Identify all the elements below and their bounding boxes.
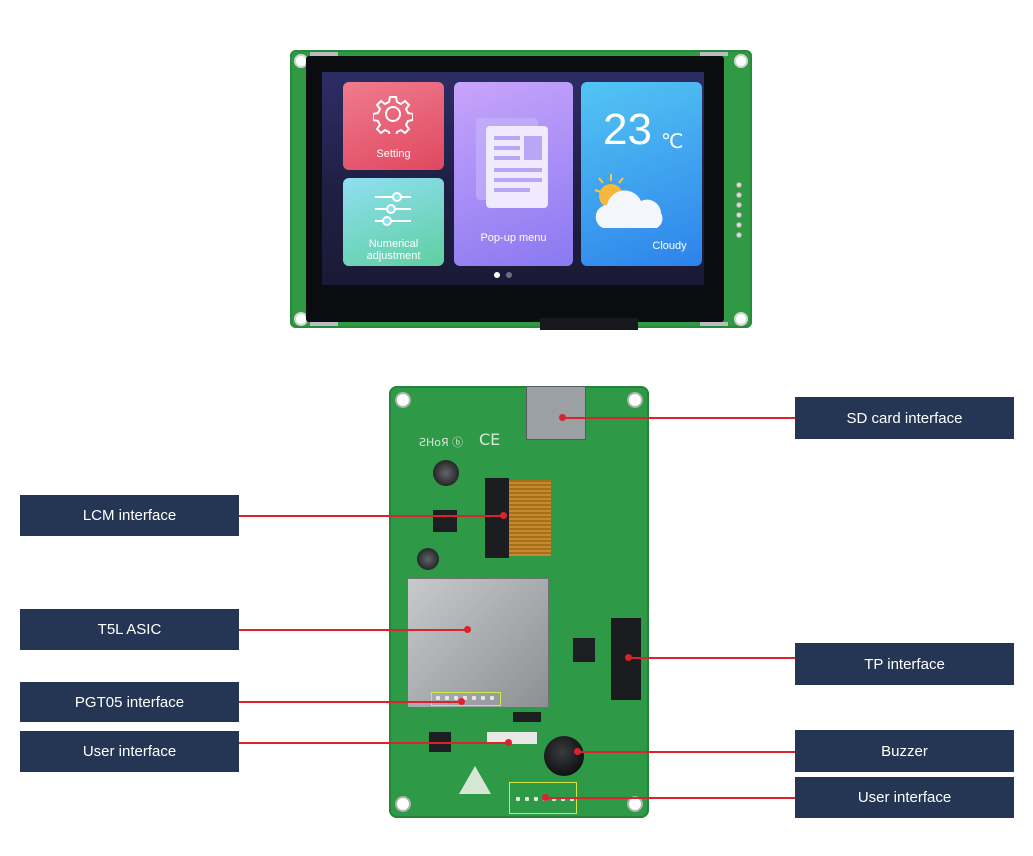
page-indicator [494,272,524,280]
marker-lcm [500,512,507,519]
marker-user-right [542,794,549,801]
temperature-value: 23 [603,105,652,154]
mount-hole [734,54,748,68]
bracket [700,52,728,56]
popup-menu-tile[interactable]: Pop-up menu [454,82,573,266]
label-buzzer: Buzzer [795,730,1014,772]
marker-user-left [505,739,512,746]
label-t5l-asic: T5L ASIC [20,609,239,650]
document-icon [476,118,548,208]
leader-user-left [239,742,507,744]
mount-hole [734,312,748,326]
mount-hole [395,796,411,812]
ic-chip [513,712,541,722]
leader-pgt05 [239,701,461,703]
leader-tp [630,657,795,659]
user-connector [487,732,537,744]
capacitor [417,548,439,570]
marker-buzzer [574,748,581,755]
inductor [433,510,457,532]
label-sd-card-interface: SD card interface [795,397,1014,439]
marker-pgt05 [458,698,465,705]
ic-chip [573,638,595,662]
pgt05-highlight [431,692,501,706]
warning-triangle-icon [459,766,491,794]
leader-user-right [547,797,795,799]
leader-sd [565,417,795,419]
buzzer-component [544,736,584,776]
numerical-adjustment-tile[interactable]: Numerical adjustment [343,178,444,266]
label-user-interface-left: User interface [20,731,239,772]
t5l-shield-can [407,578,549,708]
gear-icon [373,96,413,134]
cloud-sun-icon [594,174,663,228]
lcd-screen: Setting Numerical adjustment [322,72,704,285]
setting-tile[interactable]: Setting [343,82,444,170]
marker-sd [559,414,566,421]
bracket [310,322,338,326]
marker-t5l [464,626,471,633]
sliders-icon [375,192,411,226]
setting-label: Setting [376,148,411,160]
label-pgt05-interface: PGT05 interface [20,682,239,722]
marker-tp [625,654,632,661]
popup-label: Pop-up menu [480,232,547,244]
mount-hole [395,392,411,408]
leader-t5l [239,629,467,631]
rohs-mark: ƧHoЯ ⓑ [419,436,464,449]
numerical-label: Numerical adjustment [366,238,421,262]
lcd-bezel: Setting Numerical adjustment [306,56,724,322]
pcb-back: ƧHoЯ ⓑ CE [389,386,649,818]
leader-lcm [239,515,504,517]
weather-tile[interactable]: 23 ℃ Cloudy [581,82,702,266]
bracket [700,322,728,326]
label-lcm-interface: LCM interface [20,495,239,536]
weather-label: Cloudy [652,240,687,252]
label-user-interface-right: User interface [795,777,1014,818]
bracket [310,52,338,56]
page-dot-active[interactable] [494,272,500,278]
sd-card-slot [526,386,586,440]
temperature-unit: ℃ [661,131,684,153]
lcm-flex-cable [509,480,551,556]
leader-buzzer [580,751,795,753]
capacitor [433,460,459,486]
page-dot[interactable] [506,272,512,278]
label-tp-interface: TP interface [795,643,1014,685]
fpc-cable [540,318,638,330]
display-module-front: Setting Numerical adjustment [290,50,752,330]
mount-hole [627,392,643,408]
side-header-pins [736,182,742,238]
ce-mark: CE [479,430,501,449]
